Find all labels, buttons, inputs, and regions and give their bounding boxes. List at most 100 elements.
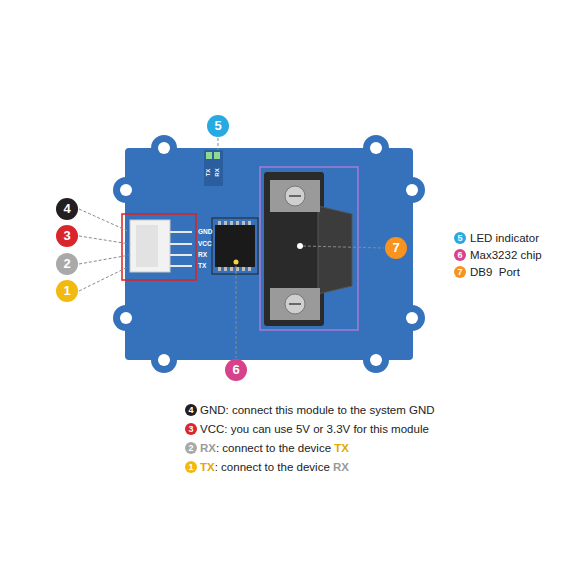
callout-circles bbox=[56, 198, 78, 220]
led-indicator bbox=[206, 152, 212, 159]
callout-number: 2 bbox=[56, 253, 78, 275]
pcb-board bbox=[120, 312, 132, 324]
pin-name: GND bbox=[198, 228, 212, 236]
max3232-chip bbox=[230, 267, 233, 271]
pcb-board bbox=[363, 347, 389, 373]
pcb-board bbox=[158, 354, 170, 366]
max3232-chip bbox=[212, 218, 258, 274]
max3232-chip bbox=[218, 267, 221, 271]
callout-circles bbox=[56, 253, 78, 275]
db9-port bbox=[285, 294, 305, 314]
note-number: 1 bbox=[185, 461, 197, 473]
callout-circles bbox=[56, 115, 407, 473]
max3232-chip bbox=[218, 221, 221, 225]
pin-name: RX bbox=[198, 251, 207, 259]
max3232-chip bbox=[234, 260, 239, 265]
callout-number: 5 bbox=[207, 115, 229, 137]
callout-circles bbox=[185, 423, 197, 435]
led-label: RX bbox=[214, 168, 221, 176]
max3232-chip bbox=[224, 267, 227, 271]
pcb-board bbox=[113, 305, 139, 331]
note-number: 2 bbox=[185, 442, 197, 454]
led-label: TX bbox=[205, 168, 212, 176]
note-number: 4 bbox=[185, 404, 197, 416]
db9-port bbox=[270, 288, 320, 320]
pcb-board bbox=[158, 142, 170, 154]
max3232-chip bbox=[248, 221, 251, 225]
note-number: 3 bbox=[185, 423, 197, 435]
callout-circles bbox=[185, 442, 197, 454]
legend-text: LED indicator bbox=[470, 231, 539, 245]
pcb-board bbox=[399, 177, 425, 203]
pcb-board bbox=[113, 177, 139, 203]
pcb-board bbox=[120, 184, 132, 196]
leader-lines bbox=[79, 209, 130, 232]
pcb-board bbox=[363, 135, 389, 161]
callout-circles bbox=[56, 225, 78, 247]
pin-note: TX: connect to the device RX bbox=[200, 460, 349, 474]
pin-note: RX: connect to the device TX bbox=[200, 441, 349, 455]
db9-port bbox=[318, 206, 352, 294]
grove-connector bbox=[170, 265, 192, 267]
pcb-board bbox=[406, 312, 418, 324]
pcb-board bbox=[399, 305, 425, 331]
grove-connector bbox=[130, 220, 170, 272]
callout-circles bbox=[185, 404, 197, 416]
max3232-chip bbox=[248, 267, 251, 271]
leader-lines bbox=[79, 266, 130, 291]
callout-number: 1 bbox=[56, 280, 78, 302]
legend-number: 6 bbox=[454, 249, 466, 261]
db9-port bbox=[285, 186, 305, 206]
leader-lines bbox=[79, 236, 130, 244]
grove-connector bbox=[170, 231, 192, 233]
callout-circles bbox=[385, 237, 407, 259]
legend-text: DB9 Port bbox=[470, 265, 520, 279]
led-indicator bbox=[214, 152, 220, 159]
led-indicator bbox=[204, 150, 223, 186]
pcb-board bbox=[113, 135, 425, 373]
db9-port bbox=[289, 195, 301, 197]
db9-port bbox=[270, 180, 320, 212]
leader-lines bbox=[218, 138, 219, 150]
callout-number: 3 bbox=[56, 225, 78, 247]
pin-note: VCC: you can use 5V or 3.3V for this mod… bbox=[200, 422, 429, 436]
pin-name: TX bbox=[198, 262, 206, 270]
callout-number: 4 bbox=[56, 198, 78, 220]
leader-lines bbox=[303, 246, 384, 248]
callout-circles bbox=[56, 280, 78, 302]
grove-connector bbox=[122, 214, 196, 280]
grove-connector bbox=[170, 254, 192, 256]
pin-name: VCC bbox=[198, 240, 212, 248]
pcb-board bbox=[406, 184, 418, 196]
max3232-chip bbox=[212, 218, 258, 274]
pin-note: GND: connect this module to the system G… bbox=[200, 403, 435, 417]
max3232-chip bbox=[236, 221, 239, 225]
pcb-board bbox=[151, 347, 177, 373]
max3232-chip bbox=[242, 267, 245, 271]
pcb-board bbox=[370, 142, 382, 154]
leader-lines bbox=[79, 138, 384, 358]
db9-port bbox=[264, 172, 324, 326]
pcb-board bbox=[151, 135, 177, 161]
leader-lines bbox=[236, 266, 237, 358]
pcb-board bbox=[125, 148, 413, 360]
max3232-chip bbox=[242, 221, 245, 225]
legend-number: 5 bbox=[454, 232, 466, 244]
callout-number: 7 bbox=[385, 237, 407, 259]
db9-port bbox=[260, 167, 358, 330]
db9-port bbox=[260, 167, 358, 330]
led-indicator bbox=[204, 150, 223, 186]
db9-port bbox=[297, 243, 303, 249]
grove-connector bbox=[122, 214, 196, 280]
grove-connector bbox=[136, 225, 158, 267]
callout-number: 6 bbox=[225, 359, 247, 381]
callout-circles bbox=[207, 115, 229, 137]
legend-number: 7 bbox=[454, 266, 466, 278]
max3232-chip bbox=[224, 221, 227, 225]
grove-connector bbox=[170, 243, 192, 245]
callout-circles bbox=[185, 461, 197, 473]
callout-circles bbox=[225, 359, 247, 381]
max3232-chip bbox=[230, 221, 233, 225]
